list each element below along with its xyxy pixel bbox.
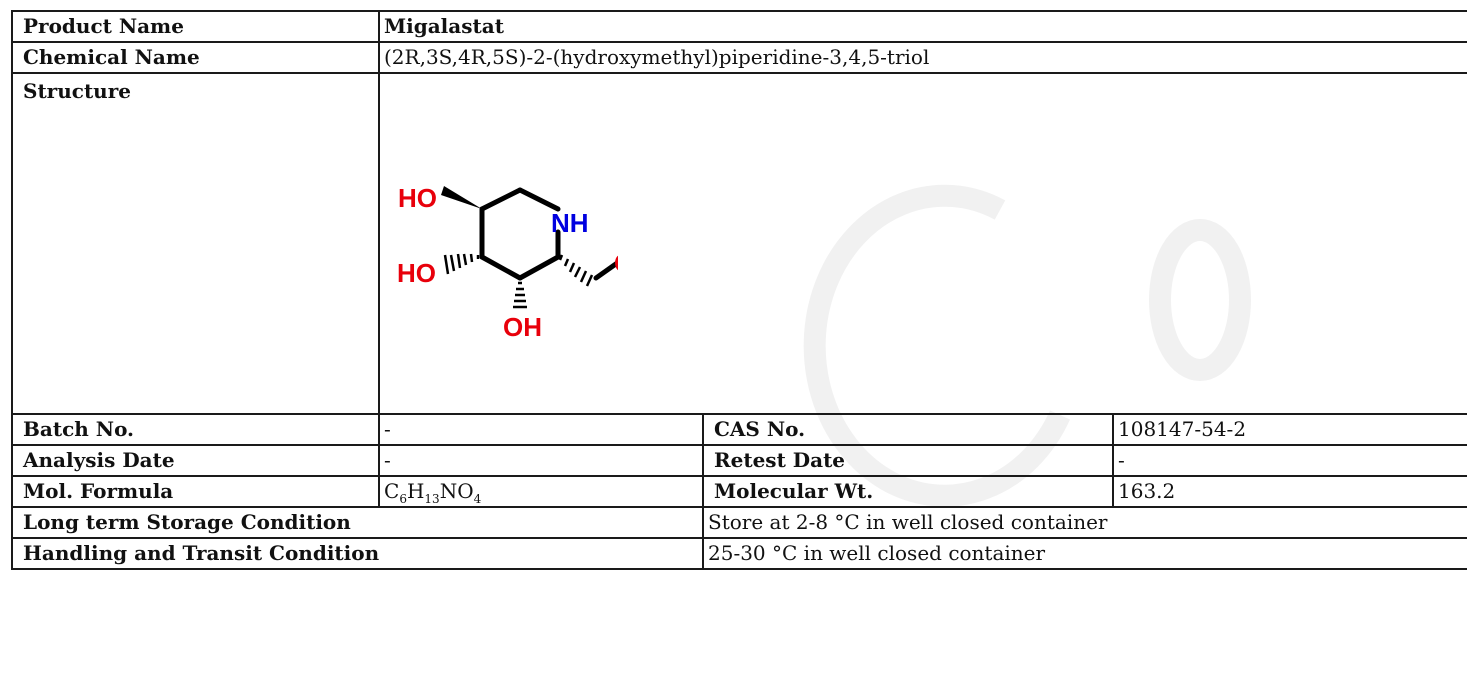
handling-row: Handling and Transit Condition 25-30 °C … <box>11 537 1467 570</box>
product-name-row: Product Name Migalastat <box>11 10 1467 43</box>
formula-o-count: 4 <box>473 492 482 506</box>
formula-c: C <box>384 479 400 503</box>
handling-label: Handling and Transit Condition <box>11 537 704 570</box>
amine-label: NH <box>551 208 589 238</box>
analysis-date-value: - <box>378 444 704 477</box>
molecular-weight-label: Molecular Wt. <box>702 475 1114 508</box>
retest-date-label: Retest Date <box>702 444 1114 477</box>
hydroxyl-label-top: HO <box>398 183 437 213</box>
molecule-structure-image: HO NH OH HO OH <box>397 183 618 342</box>
formula-o: O <box>457 479 474 503</box>
analysis-date-label: Analysis Date <box>11 444 380 477</box>
batch-label: Batch No. <box>11 413 380 446</box>
formula-c-count: 6 <box>399 492 407 506</box>
storage-row: Long term Storage Condition Store at 2-8… <box>11 506 1467 539</box>
structure-row: Structure <box>11 72 1467 415</box>
product-name-value: Migalastat <box>378 10 1467 43</box>
formula-label: Mol. Formula <box>11 475 380 508</box>
storage-value: Store at 2-8 °C in well closed container <box>702 506 1467 539</box>
storage-label: Long term Storage Condition <box>11 506 704 539</box>
cas-value: 108147-54-2 <box>1112 413 1467 446</box>
formula-n: N <box>439 479 458 503</box>
coa-table: Product Name Migalastat Chemical Name (2… <box>11 10 1467 570</box>
product-name-label: Product Name <box>11 10 380 43</box>
formula-value: C6H13NO4 <box>378 475 704 508</box>
formula-h: H <box>406 479 425 503</box>
chemical-name-row: Chemical Name (2R,3S,4R,5S)-2-(hydroxyme… <box>11 41 1467 74</box>
analysis-row: Analysis Date - Retest Date - <box>11 444 1467 477</box>
structure-label: Structure <box>11 72 380 415</box>
batch-value: - <box>378 413 704 446</box>
molecular-weight-value: 163.2 <box>1112 475 1467 508</box>
hydroxyl-label-left: HO <box>397 258 436 288</box>
cas-label: CAS No. <box>702 413 1114 446</box>
batch-row: Batch No. - CAS No. 108147-54-2 <box>11 413 1467 446</box>
formula-row: Mol. Formula C6H13NO4 Molecular Wt. 163.… <box>11 475 1467 508</box>
structure-cell: HO NH OH HO OH <box>378 72 1467 415</box>
chemical-name-label: Chemical Name <box>11 41 380 74</box>
handling-value: 25-30 °C in well closed container <box>702 537 1467 570</box>
chemical-name-value: (2R,3S,4R,5S)-2-(hydroxymethyl)piperidin… <box>378 41 1467 74</box>
formula-h-count: 13 <box>424 492 440 506</box>
hydroxyl-label-bottom: OH <box>503 312 542 342</box>
retest-date-value: - <box>1112 444 1467 477</box>
hydroxyl-label-right: OH <box>614 248 618 278</box>
